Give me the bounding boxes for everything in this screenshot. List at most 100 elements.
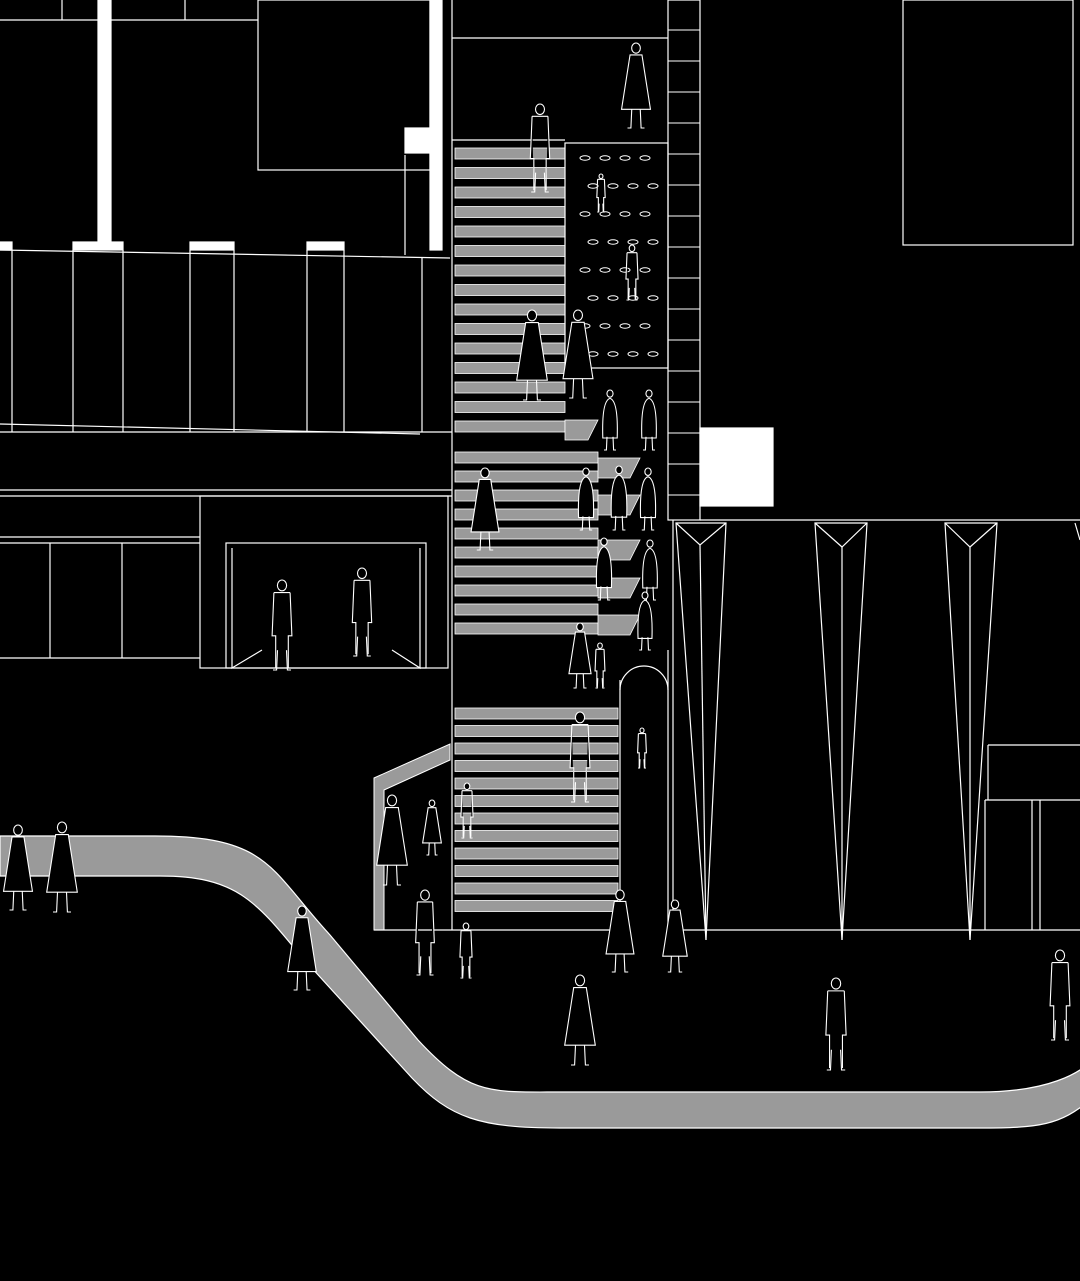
climbing-hold [647, 351, 659, 357]
white-column [97, 0, 112, 246]
stair-tread [454, 847, 619, 860]
person-figure [639, 467, 657, 531]
white-panel [699, 427, 774, 507]
climbing-hold [647, 239, 659, 245]
stair-tread [454, 362, 566, 374]
climbing-hold [619, 323, 631, 329]
stair-tread [454, 742, 619, 755]
stair-tread [454, 225, 566, 238]
person-figure [1049, 949, 1071, 1041]
tower [619, 0, 701, 930]
person-figure [662, 899, 688, 973]
climbing-hold [587, 295, 599, 301]
stair-tread [454, 795, 619, 807]
climbing-hold [599, 323, 611, 329]
climbing-hold [639, 155, 651, 161]
right-building [672, 0, 1080, 941]
climbing-hold [579, 267, 591, 273]
stair-tread [454, 865, 619, 877]
stair-tread [454, 245, 566, 257]
stair-tread [454, 451, 599, 464]
stair-tread [454, 303, 566, 316]
white-column [429, 0, 443, 251]
person-figure [562, 309, 594, 399]
person-figure [376, 794, 408, 886]
person-figure [637, 591, 653, 651]
stair-tread [454, 760, 619, 772]
person-figure [596, 173, 606, 213]
stair-tread [454, 900, 619, 912]
grand-stair [373, 0, 668, 931]
tower-ticks [668, 29, 700, 496]
stair-tread [454, 812, 619, 825]
person-figure [2, 824, 34, 911]
climbing-hold [607, 183, 619, 189]
person-figure [620, 42, 652, 129]
stair-tread [454, 401, 566, 413]
climbing-hold [627, 239, 639, 245]
stair-treads [454, 147, 641, 912]
climbing-hold [619, 211, 631, 217]
climbing-holds [579, 155, 659, 357]
stair-tread [454, 284, 566, 296]
stair-tread [454, 420, 566, 433]
stair-tread [454, 264, 566, 277]
person-figure [825, 977, 847, 1071]
person-figure [641, 389, 657, 451]
stair-tread [454, 381, 566, 394]
person-figure [642, 539, 658, 601]
climbing-hold [639, 267, 651, 273]
climbing-hold [579, 211, 591, 217]
stair-tread [454, 323, 566, 335]
person-figure [415, 889, 435, 976]
person-figure [529, 103, 551, 193]
climbing-hold [587, 183, 599, 189]
stair-tread [597, 614, 641, 636]
person-figure [577, 467, 595, 531]
person-figure [287, 905, 317, 991]
person-figure [564, 974, 596, 1066]
stair-tread [454, 546, 599, 559]
climbing-hold [607, 295, 619, 301]
climbing-hold [647, 295, 659, 301]
person-figure [625, 244, 639, 301]
climbing-hold [639, 323, 651, 329]
climbing-hold [647, 183, 659, 189]
left-building [0, 0, 452, 670]
person-figure [470, 467, 500, 551]
people [2, 42, 1071, 1071]
stair-tread [454, 206, 566, 218]
person-figure [605, 889, 635, 973]
stair-tread [454, 777, 619, 790]
climbing-hold [607, 239, 619, 245]
stair-tread [454, 707, 619, 720]
stair-tread [454, 603, 599, 616]
stair-tread [454, 527, 599, 540]
stair-tread [454, 470, 599, 483]
climbing-hold [607, 351, 619, 357]
person-figure [46, 821, 78, 913]
person-figure [271, 579, 293, 671]
stair-tread [454, 725, 619, 737]
person-figure [569, 711, 591, 803]
person-figure [422, 799, 442, 856]
person-figure [460, 782, 474, 839]
climbing-hold [619, 155, 631, 161]
person-figure [594, 642, 606, 689]
stair-tread [564, 419, 599, 441]
person-figure [516, 309, 548, 401]
climbing-hold [639, 211, 651, 217]
person-figure [351, 567, 373, 657]
climbing-hold [627, 183, 639, 189]
climbing-hold [587, 239, 599, 245]
climbing-hold [579, 155, 591, 161]
climbing-hold [627, 351, 639, 357]
stair-tread [454, 342, 566, 355]
climbing-hold [619, 267, 631, 273]
person-figure [459, 922, 473, 979]
stair-tread [454, 167, 566, 179]
stair-tread [454, 565, 599, 578]
person-figure [637, 727, 647, 769]
